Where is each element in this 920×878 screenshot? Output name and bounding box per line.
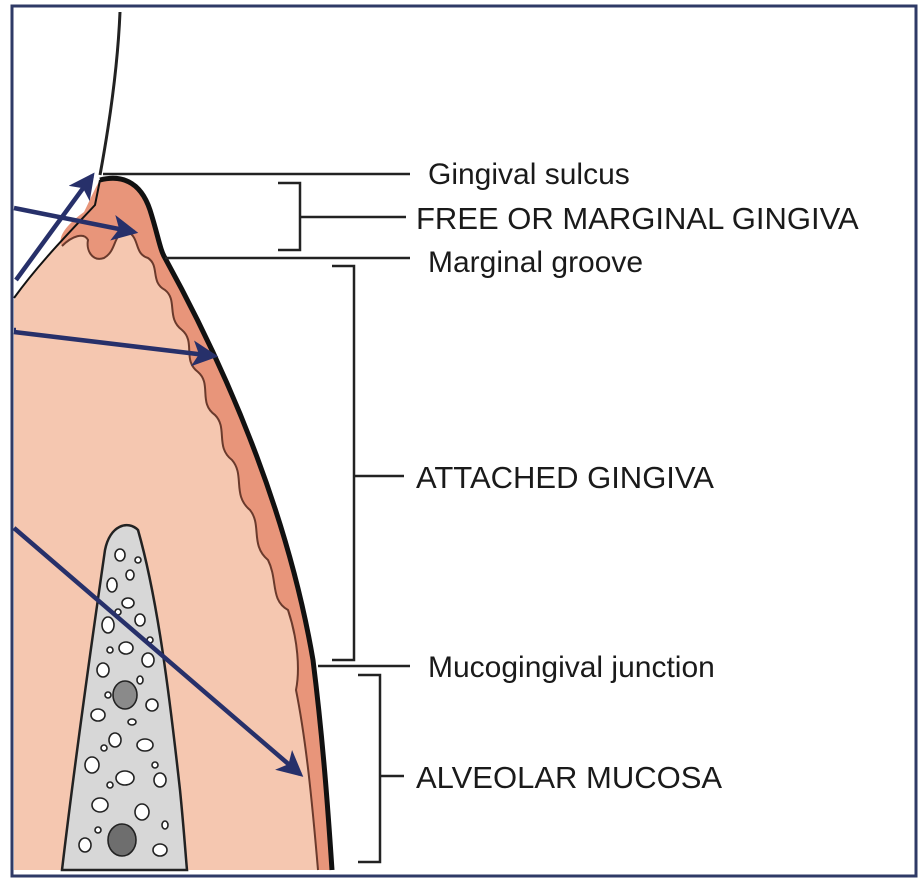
label-free-gingiva: FREE OR MARGINAL GINGIVA xyxy=(416,201,859,236)
label-alveolar-mucosa: ALVEOLAR MUCOSA xyxy=(416,760,722,795)
label-gingival-sulcus: Gingival sulcus xyxy=(428,158,630,191)
label-marginal-groove: Marginal groove xyxy=(428,246,643,279)
label-mucogingival-junction: Mucogingival junction xyxy=(428,651,715,684)
label-attached-gingiva: ATTACHED GINGIVA xyxy=(416,460,714,495)
